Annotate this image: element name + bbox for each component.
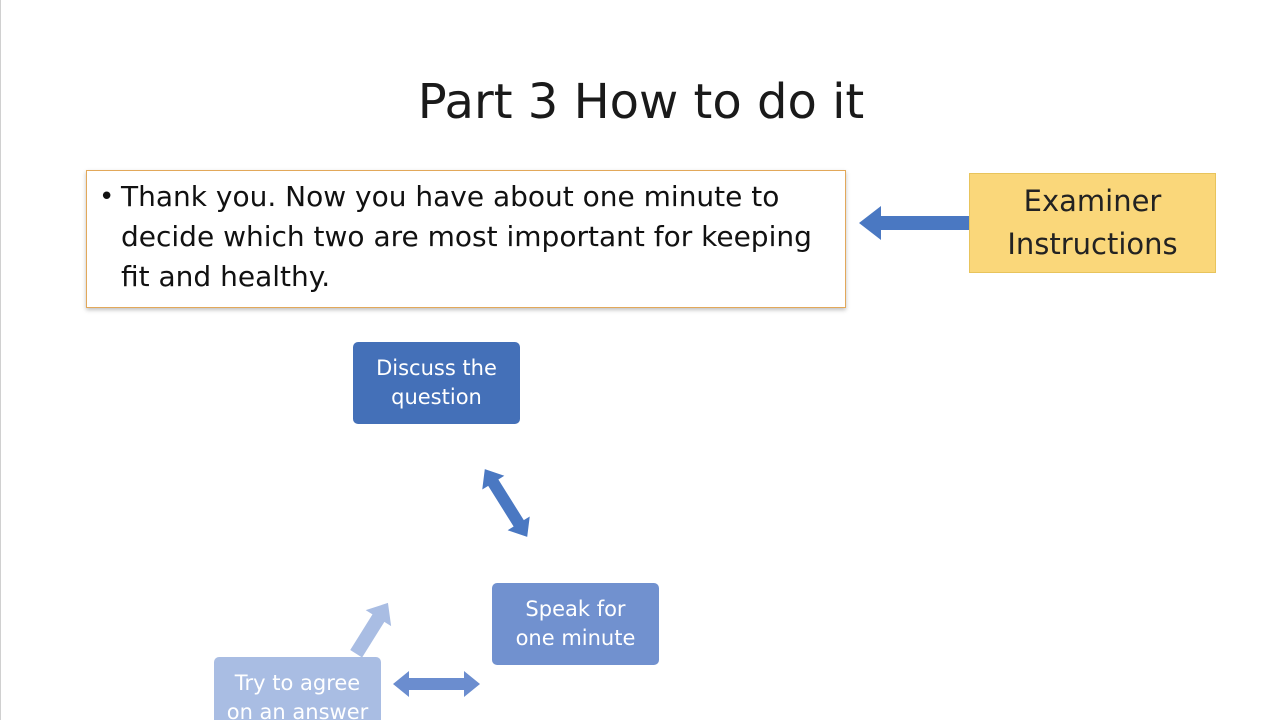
diagonal-double-arrow-icon — [482, 469, 530, 537]
horizontal-double-arrow-icon — [393, 671, 480, 697]
instruction-text: Thank you. Now you have about one minute… — [121, 180, 812, 293]
flow-node-agree-answer: Try to agree on an answer — [214, 657, 381, 720]
instruction-bullet-item: • Thank you. Now you have about one minu… — [99, 177, 831, 297]
node-label-line2: question — [391, 385, 482, 409]
slide-title: Part 3 How to do it — [417, 74, 865, 130]
flow-node-speak-one-minute: Speak for one minute — [492, 583, 659, 665]
node-label-line1: Speak for — [525, 597, 626, 621]
node-label-line1: Try to agree — [234, 671, 361, 695]
up-right-arrow-icon — [350, 602, 392, 658]
flow-node-discuss-question: Discuss the question — [353, 342, 520, 424]
node-label-line2: one minute — [515, 626, 636, 650]
bullet-icon: • — [99, 182, 115, 212]
examiner-label-line1: Examiner — [1023, 184, 1162, 218]
instruction-box: • Thank you. Now you have about one minu… — [86, 170, 846, 308]
examiner-instructions-box: Examiner Instructions — [969, 173, 1216, 273]
node-label-line2: on an answer — [226, 700, 369, 720]
examiner-label-line2: Instructions — [1007, 227, 1178, 261]
left-arrow-icon — [859, 206, 969, 240]
node-label-line1: Discuss the — [376, 356, 497, 380]
